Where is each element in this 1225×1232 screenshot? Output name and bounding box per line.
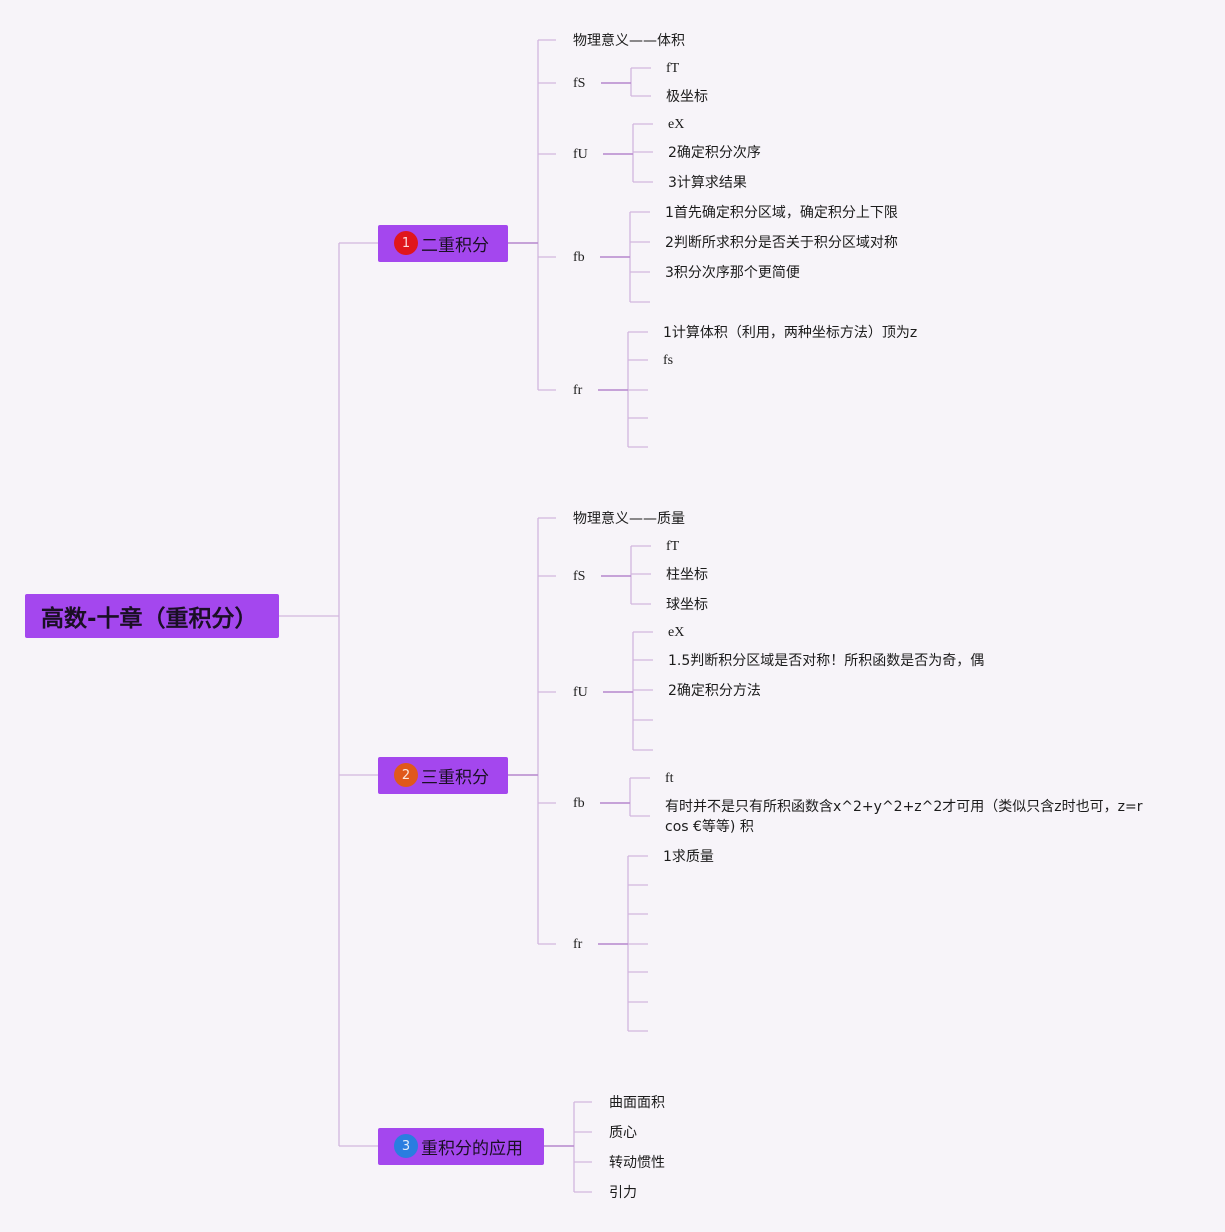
subtopic[interactable]: 2确定积分方法 [668, 683, 761, 699]
root-title: 高数-十章（重积分） [41, 606, 258, 632]
topic-physical-meaning-volume[interactable]: 物理意义——体积 [573, 33, 685, 49]
connector-b2-fb [600, 777, 650, 817]
subtopic[interactable]: fT [666, 539, 680, 554]
topic-fb[interactable]: fb [573, 796, 585, 811]
subtopic[interactable]: 1首先确定积分区域，确定积分上下限 [665, 205, 898, 221]
topic-fS[interactable]: fS [573, 569, 586, 584]
connector-b2-fS [601, 545, 651, 605]
topic-surface-area[interactable]: 曲面面积 [609, 1095, 665, 1111]
branch-triple-integral[interactable]: 2 三重积分 [378, 757, 508, 794]
topic-fr[interactable]: fr [573, 383, 583, 398]
subtopic[interactable]: ft [665, 771, 674, 786]
topic-moment-of-inertia[interactable]: 转动惯性 [609, 1155, 665, 1171]
connector-accent [508, 82, 633, 1147]
subtopic[interactable]: 2判断所求积分是否关于积分区域对称 [665, 235, 898, 251]
subtopic[interactable]: 1计算体积（利用，两种坐标方法）顶为z [663, 325, 918, 341]
subtopic[interactable]: 2确定积分次序 [668, 145, 761, 161]
topic-fU[interactable]: fU [573, 685, 588, 700]
priority-2-icon: 2 [394, 763, 418, 787]
subtopic-note[interactable]: 有时并不是只有所积函数含x^2+y^2+z^2才可用（类似只含z时也可，z=r … [665, 799, 1143, 835]
branch-title: 三重积分 [421, 768, 489, 788]
topic-fb[interactable]: fb [573, 250, 585, 265]
connector-b1-fS [601, 67, 651, 97]
subtopic[interactable]: fs [663, 353, 674, 368]
connector-b2-fU [603, 631, 653, 751]
connector-branch-2 [508, 517, 556, 945]
subtopic[interactable]: 1求质量 [663, 849, 714, 865]
subtopic[interactable]: eX [668, 625, 685, 640]
branch-title: 二重积分 [421, 236, 489, 256]
subtopic[interactable]: 极坐标 [666, 89, 708, 105]
connector-b1-fU [603, 123, 653, 183]
connector-branch-3 [544, 1101, 592, 1193]
branch-title: 重积分的应用 [421, 1139, 523, 1159]
connector-root-spine [279, 242, 378, 1147]
root-topic[interactable]: 高数-十章（重积分） [25, 594, 279, 638]
subtopic[interactable]: 1.5判断积分区域是否对称！所积函数是否为奇，偶 [668, 653, 985, 669]
subtopic[interactable]: fT [666, 61, 680, 76]
subtopic[interactable]: eX [668, 117, 685, 132]
subtopic[interactable]: 3积分次序那个更简便 [665, 265, 800, 281]
topic-fr[interactable]: fr [573, 937, 583, 952]
priority-3-icon: 3 [394, 1134, 418, 1158]
topic-physical-meaning-mass[interactable]: 物理意义——质量 [573, 511, 685, 527]
topic-fU[interactable]: fU [573, 147, 588, 162]
branch-double-integral[interactable]: 1 二重积分 [378, 225, 508, 262]
subtopic[interactable]: 球坐标 [666, 597, 708, 613]
topic-gravitation[interactable]: 引力 [609, 1185, 637, 1201]
topic-centroid[interactable]: 质心 [609, 1125, 637, 1141]
subtopic[interactable]: 3计算求结果 [668, 175, 747, 191]
priority-1-icon: 1 [394, 231, 418, 255]
subtopic[interactable]: 柱坐标 [666, 567, 708, 583]
connector-branch-1 [508, 39, 556, 391]
branch-applications[interactable]: 3 重积分的应用 [378, 1128, 544, 1165]
topic-fS[interactable]: fS [573, 76, 586, 91]
